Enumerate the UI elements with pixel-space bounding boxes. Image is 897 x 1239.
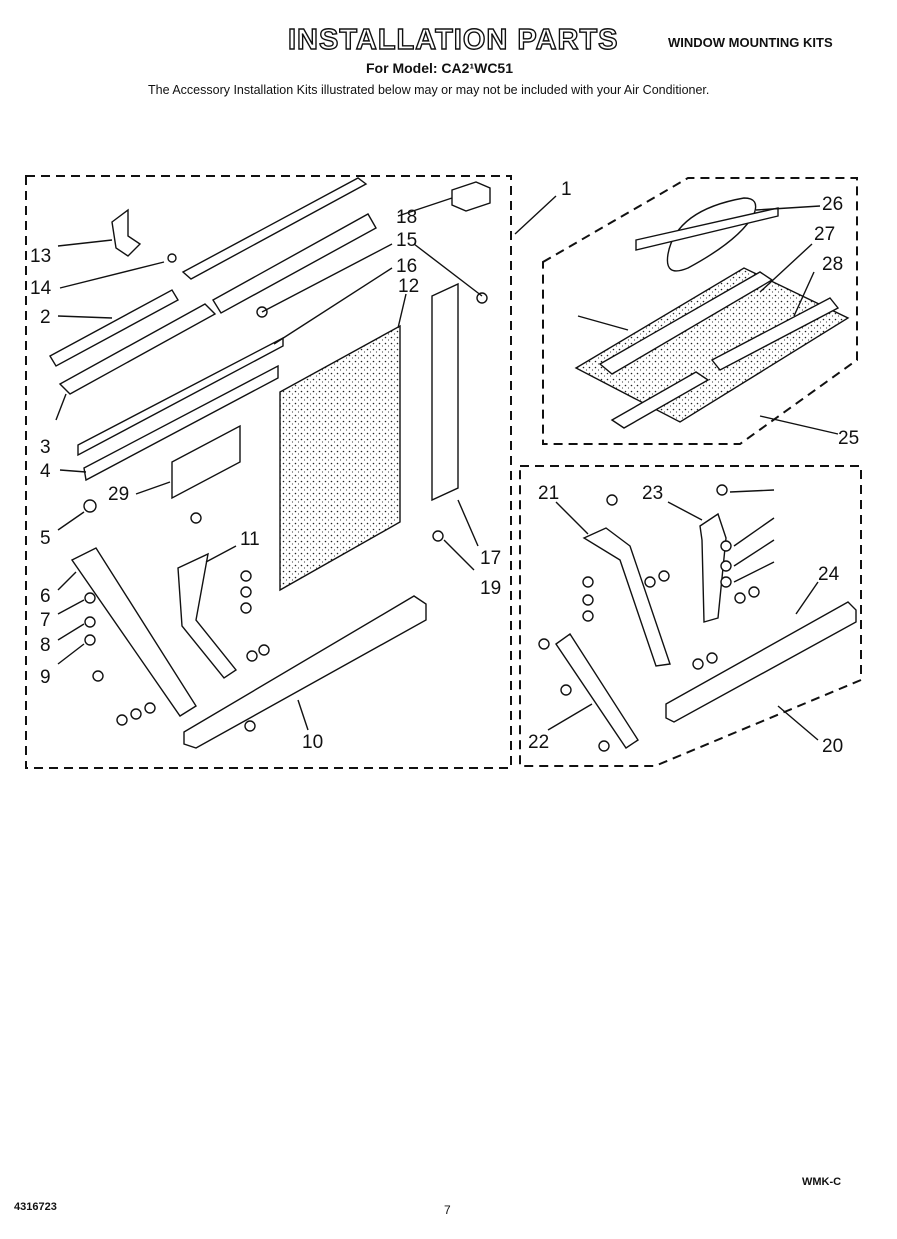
washer-21b (582, 594, 594, 606)
screw-22b (560, 684, 572, 696)
callout-12: 12 (398, 276, 419, 297)
callout-16: 16 (396, 256, 417, 277)
screw-22c (598, 740, 610, 752)
callout-15: 15 (396, 230, 417, 251)
callout-22: 22 (528, 732, 549, 753)
support-brace-6 (70, 547, 197, 717)
callout-5: 5 (40, 528, 51, 549)
channel-28 (710, 297, 840, 371)
screw-22 (538, 638, 550, 650)
screw-15b (476, 292, 488, 304)
strip-26 (635, 207, 779, 251)
bracket-11 (177, 552, 238, 679)
kit-boundary-main (25, 175, 512, 769)
kit-boundary-20 (519, 465, 862, 767)
washer-11b (240, 586, 252, 598)
diagram-code: WMK-C (802, 1176, 842, 1188)
top-rail-upper (181, 177, 368, 280)
bracket-13 (111, 208, 142, 257)
callout-18: 18 (396, 207, 417, 228)
washer-row-i (748, 586, 760, 598)
callout-9: 9 (40, 667, 51, 688)
washer-row-c (116, 714, 128, 726)
callout-23: 23 (642, 483, 663, 504)
page-number: 7 (444, 1203, 451, 1217)
washer-8b (720, 560, 732, 572)
washer-8 (84, 616, 96, 628)
callout-1: 1 (561, 179, 572, 200)
callout-24: 24 (818, 564, 840, 585)
callout-11: 11 (240, 529, 260, 550)
bolt-9 (92, 670, 104, 682)
callout-26: 26 (822, 194, 843, 215)
washer-row-j (692, 658, 704, 670)
callout-20: 20 (822, 736, 843, 757)
washer-row-a (246, 650, 258, 662)
callout-3: 3 (40, 437, 51, 458)
callout-17: 17 (480, 548, 501, 569)
side-panel-12 (279, 324, 401, 592)
callout-13: 13 (30, 246, 51, 267)
rail-2 (49, 289, 179, 367)
callout-labels: 1 2 3 4 5 6 7 8 9 10 11 12 13 14 15 16 1… (30, 179, 859, 757)
screw-19 (432, 530, 444, 542)
foam-pad-12 (574, 267, 850, 423)
bolt-5b (716, 484, 728, 496)
callout-27: 27 (814, 224, 835, 245)
sill-strip-4 (83, 364, 279, 482)
nut-9 (84, 634, 96, 646)
top-rail-lower (212, 213, 377, 314)
washer-row-g (658, 570, 670, 582)
foam-block-18 (451, 181, 491, 212)
washer-row-f (644, 576, 656, 588)
washer-row-d (130, 708, 142, 720)
bolt-5 (83, 499, 97, 513)
callout-6: 6 (40, 586, 51, 607)
page-title: INSTALLATION PARTS (287, 23, 619, 56)
screw-14 (167, 253, 177, 263)
model-line: For Model: CA2¹WC51 (366, 60, 513, 76)
washer-row-k (706, 652, 718, 664)
callout-7: 7 (40, 610, 51, 631)
bracket-21 (582, 527, 671, 667)
callout-10: 10 (302, 732, 323, 753)
kit-boundary-25 (542, 177, 858, 445)
callout-2: 2 (40, 307, 51, 328)
washer-row-e (144, 702, 156, 714)
kit-label: WINDOW MOUNTING KITS (668, 35, 833, 50)
washer-21a (582, 576, 594, 588)
washer-11a (240, 570, 252, 582)
callout-29: 29 (108, 484, 129, 505)
panel-bar-17 (431, 282, 459, 502)
folded-panel-29 (171, 424, 241, 500)
callout-4: 4 (40, 461, 51, 482)
washer-row-b (258, 644, 270, 656)
bracket-23 (699, 512, 727, 623)
nut-9b (720, 576, 732, 588)
bolt-21 (606, 494, 618, 506)
washer-7b (720, 540, 732, 552)
callout-19: 19 (480, 578, 501, 599)
bolt-10 (244, 720, 256, 732)
sill-strip-16 (77, 336, 284, 457)
leader-lines (55, 195, 839, 741)
part-number: 4316723 (14, 1201, 57, 1213)
washer-11c (240, 602, 252, 614)
callout-25: 25 (838, 428, 859, 449)
callout-28: 28 (822, 254, 843, 275)
callout-14: 14 (30, 278, 52, 299)
brace-22 (555, 633, 639, 749)
note-text: The Accessory Installation Kits illustra… (148, 83, 710, 97)
sill-bar-10 (183, 595, 427, 749)
washer-21c (582, 610, 594, 622)
bolt-11 (190, 512, 202, 524)
channel-25a (610, 371, 710, 429)
callout-21: 21 (538, 483, 559, 504)
sill-bar-24 (665, 601, 857, 723)
washer-7 (84, 592, 96, 604)
sash-channel-3 (58, 303, 217, 395)
washer-row-h (734, 592, 746, 604)
callout-8: 8 (40, 635, 51, 656)
